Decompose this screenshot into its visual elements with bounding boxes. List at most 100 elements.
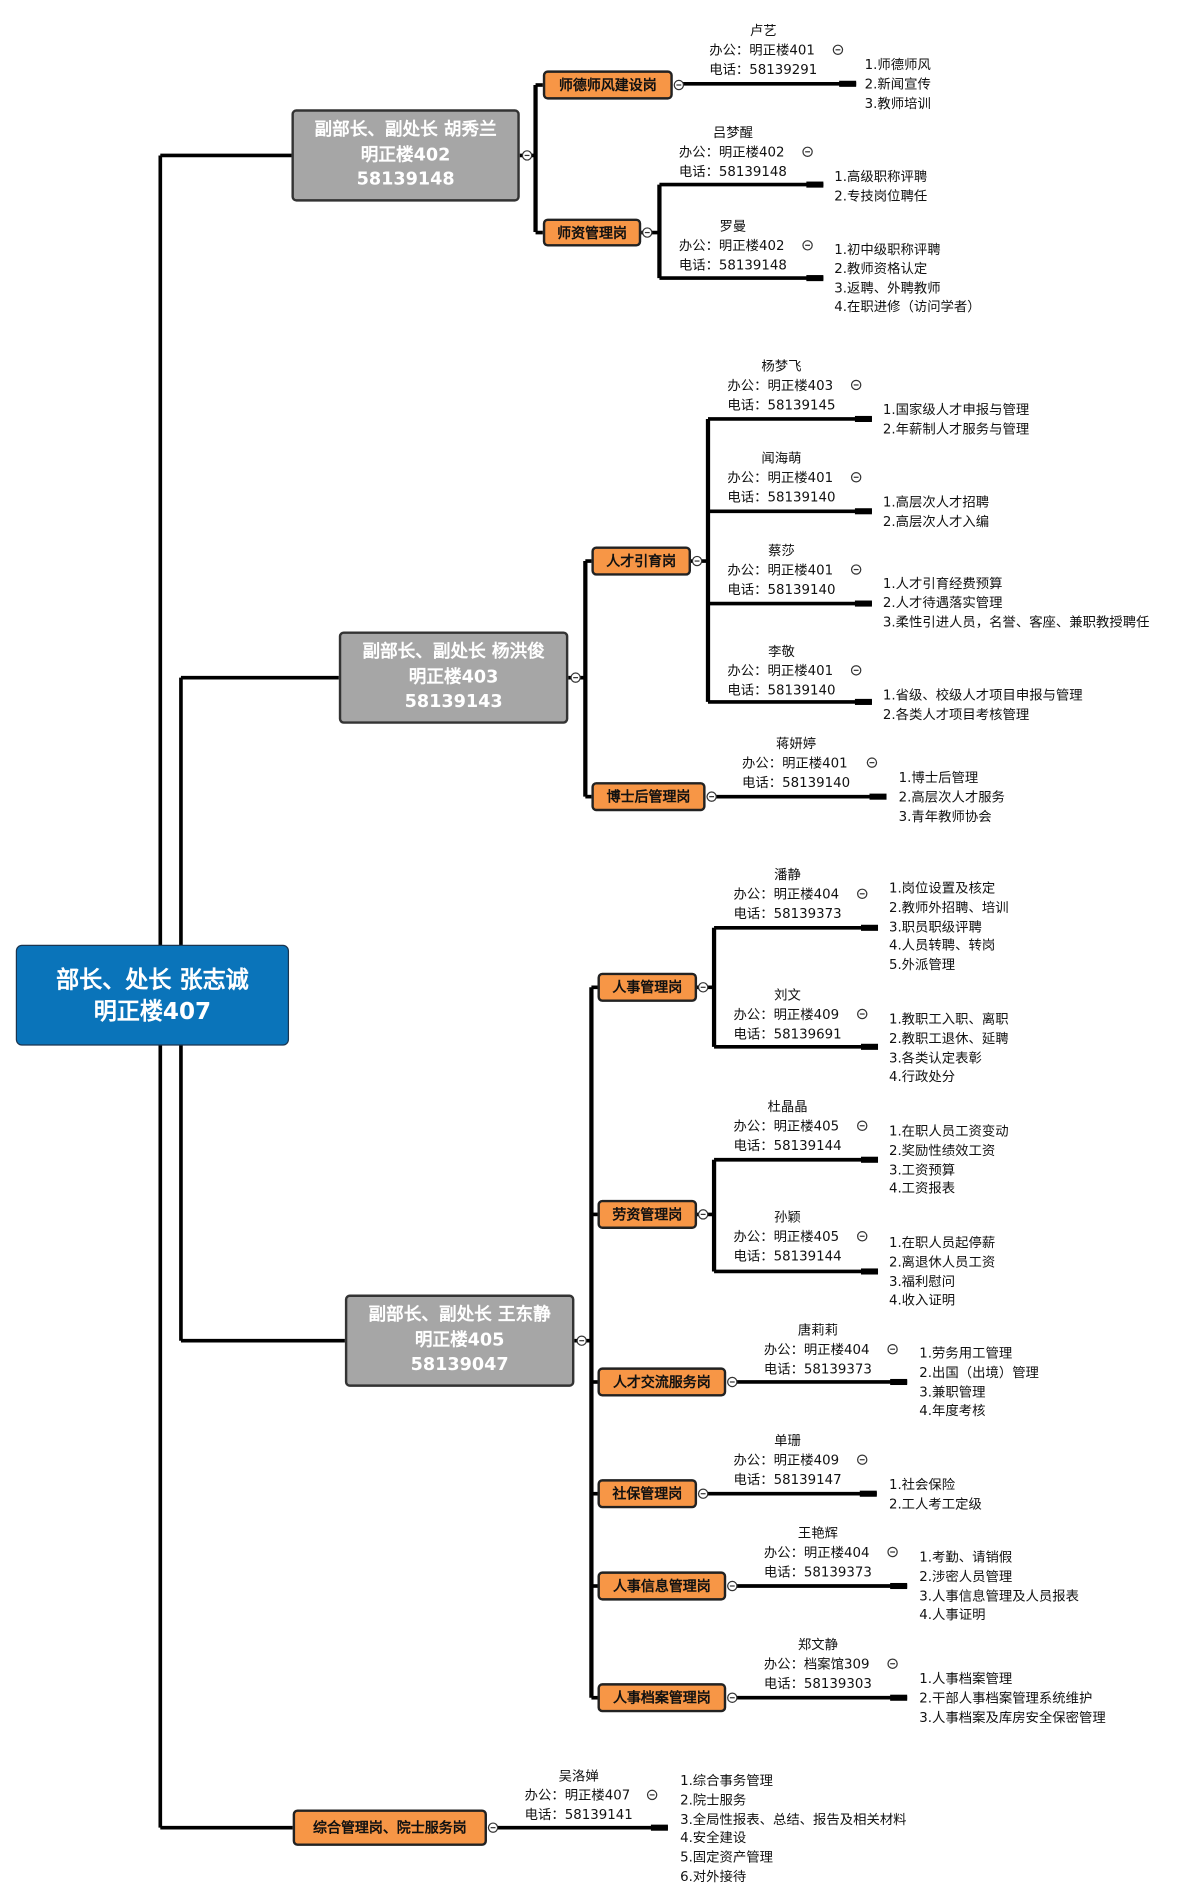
collapse-icon[interactable]: [857, 1008, 868, 1020]
post-node[interactable]: 劳资管理岗: [597, 1199, 698, 1229]
duty-item: 4.年度考核: [919, 1403, 986, 1419]
phone-row: 电话：58139373: [733, 905, 841, 924]
post-node[interactable]: 人事档案管理岗: [597, 1683, 727, 1713]
duty-item: 2.新闻宣传: [864, 76, 931, 93]
office-label: 办公：: [678, 238, 719, 254]
phone-row: 电话：58139148: [679, 163, 787, 182]
duty-item: 3.兼职管理: [919, 1383, 986, 1400]
collapse-icon[interactable]: [727, 1580, 738, 1592]
phone-label: 电话：: [733, 1026, 774, 1042]
duty-item: 1.在职人员起停薪: [888, 1235, 996, 1251]
collapse-icon[interactable]: [697, 982, 709, 993]
collapse-icon[interactable]: [832, 44, 844, 56]
post-node[interactable]: 人才交流服务岗: [597, 1367, 727, 1397]
collapse-icon[interactable]: [857, 1454, 868, 1465]
collapse-icon[interactable]: [706, 791, 717, 802]
phone-row: 电话：58139145: [727, 396, 835, 415]
duty-item: 1.考勤、请销假: [919, 1549, 1013, 1566]
collapse-icon[interactable]: [570, 672, 581, 683]
collapse-icon[interactable]: [850, 665, 862, 676]
person-name: 刘文: [774, 987, 801, 1004]
collapse-icon[interactable]: [646, 1789, 658, 1801]
phone-label: 电话：: [727, 397, 768, 413]
collapse-icon[interactable]: [727, 1376, 738, 1388]
deputy-line: 明正楼402: [360, 145, 451, 165]
post-node[interactable]: 博士后管理岗: [591, 782, 706, 812]
phone-label: 电话：: [678, 163, 719, 180]
phone-label: 电话：: [709, 61, 750, 78]
post-node[interactable]: 师德师风建设岗: [542, 70, 673, 100]
collapse-icon[interactable]: [802, 146, 813, 158]
duty-item: 1.劳务用工管理: [919, 1345, 1013, 1362]
person-name: 杨梦飞: [761, 358, 802, 375]
collapse-icon[interactable]: [642, 227, 653, 238]
collapse-icon[interactable]: [866, 757, 878, 768]
collapse-icon[interactable]: [487, 1822, 499, 1833]
collapse-icon[interactable]: [697, 1488, 709, 1499]
office-label: 办公：: [709, 42, 750, 59]
office-value: 明正楼403: [767, 377, 834, 394]
collapse-icon[interactable]: [697, 1209, 709, 1220]
phone-label: 电话：: [733, 1137, 774, 1154]
collapse-icon[interactable]: [857, 1120, 868, 1131]
collapse-icon[interactable]: [850, 472, 862, 483]
collapse-icon[interactable]: [727, 1692, 738, 1703]
office-label: 办公：: [524, 1787, 565, 1804]
office-row: 办公：明正楼404: [764, 1341, 872, 1360]
post-node[interactable]: 社保管理岗: [597, 1479, 698, 1509]
office-label: 办公：: [733, 1006, 774, 1023]
branch-end-stub: [861, 924, 879, 931]
collapse-icon[interactable]: [576, 1335, 587, 1346]
office-value: 明正楼407: [564, 1787, 631, 1804]
duty-item: 2.年薪制人才服务与管理: [882, 421, 1030, 437]
duty-item: 1.博士后管理: [898, 769, 979, 786]
collapse-icon[interactable]: [887, 1343, 898, 1355]
post-node[interactable]: 综合管理岗、院士服务岗: [292, 1809, 487, 1846]
collapse-icon[interactable]: [802, 240, 813, 251]
post-node[interactable]: 人事管理岗: [597, 972, 698, 1002]
root-node-director[interactable]: 部长、处长 张志诚 明正楼407: [15, 944, 290, 1046]
collapse-icon[interactable]: [857, 1231, 868, 1242]
duty-item: 2.干部人事档案管理系统维护: [919, 1690, 1093, 1706]
phone-row: 电话：58139144: [733, 1137, 841, 1156]
office-label: 办公：: [763, 1544, 804, 1561]
office-row: 办公：明正楼404: [733, 885, 841, 904]
branch-end-stub: [861, 1043, 879, 1050]
duty-item: 1.师德师风: [864, 57, 931, 73]
collapse-icon[interactable]: [673, 79, 685, 91]
person-name: 蒋妍婷: [776, 735, 817, 752]
post-node[interactable]: 人事信息管理岗: [597, 1571, 727, 1601]
office-row: 办公：明正楼402: [679, 143, 787, 162]
office-value: 明正楼404: [803, 1544, 870, 1561]
collapse-icon[interactable]: [887, 1658, 898, 1669]
post-node[interactable]: 师资管理岗: [542, 218, 642, 247]
collapse-icon[interactable]: [850, 379, 862, 391]
collapse-icon[interactable]: [521, 150, 533, 161]
office-row: 办公：明正楼401: [742, 754, 850, 773]
collapse-icon[interactable]: [691, 555, 703, 567]
deputy-line: 副部长、副处长 杨洪俊: [362, 642, 545, 663]
phone-label: 电话：: [727, 489, 768, 506]
collapse-icon[interactable]: [850, 564, 862, 575]
post-node[interactable]: 人才引育岗: [591, 546, 691, 576]
post-label: 人事信息管理岗: [612, 1577, 711, 1595]
deputy-line: 明正楼403: [408, 667, 499, 688]
duty-item: 4.人事证明: [919, 1607, 986, 1623]
office-row: 办公：明正楼403: [727, 376, 835, 395]
collapse-icon[interactable]: [887, 1546, 898, 1558]
duty-item: 4.行政处分: [888, 1069, 956, 1085]
collapse-icon[interactable]: [857, 888, 868, 900]
office-value: 明正楼405: [773, 1228, 840, 1245]
